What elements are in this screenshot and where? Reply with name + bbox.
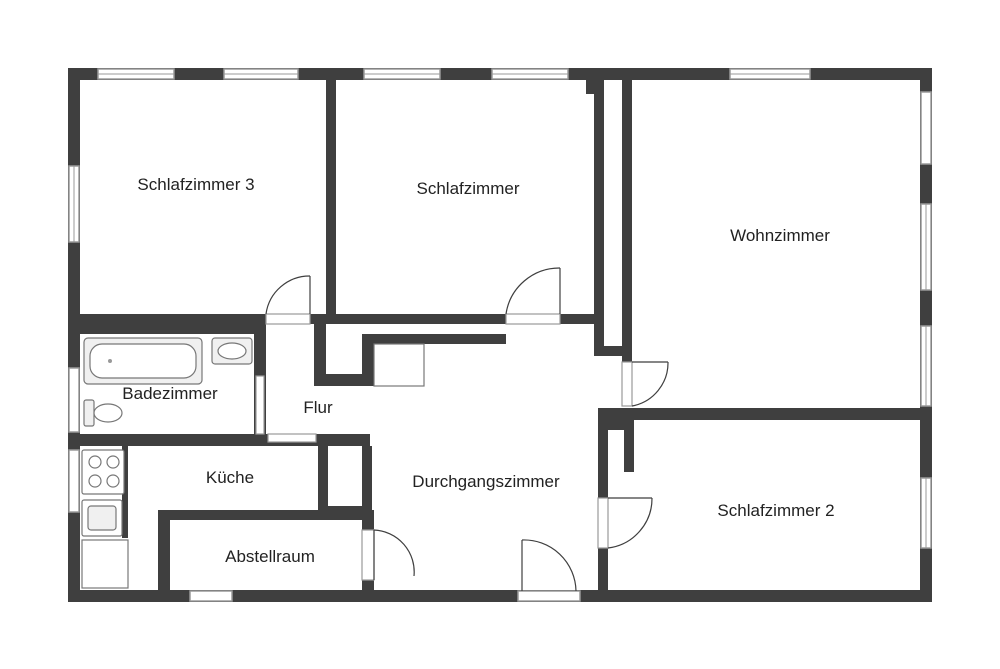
wall-sz2-notch — [598, 420, 634, 430]
outer-wall-left — [68, 68, 80, 602]
wall-core-left — [314, 324, 326, 386]
wall-shaft-notch — [586, 80, 604, 94]
wall-sz2-left — [598, 408, 608, 498]
door-badezimmer — [255, 375, 317, 443]
wall-abst-left — [158, 510, 170, 592]
room-label-kueche: Küche — [206, 468, 254, 487]
room-label-schlafzimmer-2: Schlafzimmer 2 — [717, 501, 834, 520]
room-labels: Schlafzimmer 3 Schlafzimmer Wohnzimmer B… — [122, 175, 834, 566]
outer-wall-bottom — [68, 590, 932, 602]
stove — [81, 449, 125, 495]
wall-core-inner — [362, 334, 374, 386]
room-label-abstellraum: Abstellraum — [225, 547, 315, 566]
walls — [68, 68, 932, 602]
washbasin — [211, 337, 253, 365]
window-left-3 — [68, 449, 80, 513]
door-abstellraum — [361, 529, 415, 581]
wall-kueche-right — [318, 446, 328, 506]
wall-sz2-left-lower — [598, 548, 608, 592]
door-wohnzimmer — [621, 361, 669, 407]
window-left-2 — [68, 367, 80, 433]
wall-wz-sz2 — [598, 408, 920, 420]
wall-shaft-right — [622, 80, 632, 362]
kitchen-counter — [81, 539, 129, 589]
wall-sz3-sz — [326, 80, 336, 318]
door-schlafzimmer-3 — [265, 275, 311, 325]
door-schlafzimmer-2 — [597, 497, 653, 549]
window-glass-lines — [73, 73, 927, 548]
wall-bad-bottom — [80, 434, 370, 446]
wall-shaft-left — [594, 80, 604, 346]
wall-shaft-bottom — [594, 346, 632, 356]
room-label-schlafzimmer-3: Schlafzimmer 3 — [137, 175, 254, 194]
window-bottom-entry — [517, 590, 581, 602]
wall-sz3-bottom — [80, 314, 266, 334]
room-label-wohnzimmer: Wohnzimmer — [730, 226, 830, 245]
toilet — [83, 399, 123, 427]
fixtures — [81, 337, 425, 589]
room-label-badezimmer: Badezimmer — [122, 384, 218, 403]
wall-kueche-box-right — [362, 446, 372, 522]
wall-core-top — [362, 334, 506, 344]
wall-abst-top — [158, 510, 372, 520]
kitchen-sink — [81, 499, 123, 537]
shaft-box — [373, 343, 425, 387]
wall-sz3-bottom-stub — [310, 314, 336, 324]
doors — [255, 267, 669, 592]
wall-sz2-notch-v — [624, 420, 634, 472]
door-entry — [521, 539, 577, 592]
wall-core-bottom — [314, 374, 372, 386]
wall-abst-right — [362, 510, 374, 530]
bathtub — [83, 337, 203, 385]
room-label-schlafzimmer: Schlafzimmer — [417, 179, 520, 198]
window-right-1 — [920, 91, 932, 165]
window-bottom-1 — [189, 590, 233, 602]
door-schlafzimmer — [505, 267, 561, 325]
wall-abst-right-lower — [362, 580, 374, 592]
room-label-durchgangszimmer: Durchgangszimmer — [412, 472, 560, 491]
wall-kueche-sep — [122, 446, 128, 538]
wall-sz-bottom — [326, 314, 506, 324]
wall-sz-bottom-right — [560, 314, 600, 324]
room-label-flur: Flur — [303, 398, 333, 417]
